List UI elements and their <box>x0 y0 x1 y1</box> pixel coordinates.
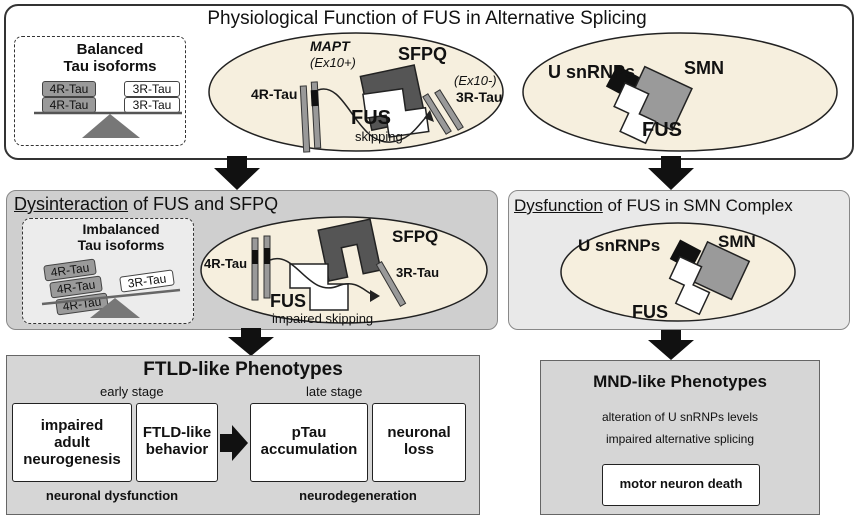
box3-line1: pTau <box>291 424 327 441</box>
exon-bars-4r <box>299 81 322 153</box>
dysfunction-rest: of FUS in SMN Complex <box>602 196 793 215</box>
progression-arrow <box>220 425 248 461</box>
mid-tau4r-label: 4R-Tau <box>204 256 248 271</box>
box1-line2: adult <box>54 434 90 451</box>
dysfunction-word: Dysfunction <box>514 196 603 215</box>
impaired-skipping-label: impaired skipping <box>272 311 374 326</box>
impaired-arrow-head <box>370 290 380 302</box>
top-smn-ellipse <box>522 32 838 152</box>
balanced-heading: Balanced <box>76 41 144 58</box>
mid-smn-fus-label: FUS <box>632 302 668 322</box>
imbalanced-heading: Imbalanced <box>82 221 160 237</box>
usnrnps-label: U snRNPs <box>548 62 636 82</box>
sfpq-shape <box>317 218 382 282</box>
dysfunction-title: Dysfunction of FUS in SMN Complex <box>514 196 793 216</box>
motor-neuron-death-box <box>602 464 760 506</box>
fus-shape <box>362 87 430 138</box>
imbalance-scale <box>41 288 181 318</box>
mid-smn-label: SMN <box>718 232 756 251</box>
top-title: Physiological Function of FUS in Alterna… <box>207 8 647 29</box>
smn-fus-shape <box>613 81 657 145</box>
ptau-box <box>250 403 368 482</box>
tau4r-label: 4R-Tau <box>251 86 298 102</box>
sfpq-label: SFPQ <box>398 44 448 64</box>
mid-tau3r-label: 3R-Tau <box>396 265 440 280</box>
box2-line2: behavior <box>145 441 209 458</box>
smn-fus-shape <box>668 255 711 316</box>
imbalance-beam <box>41 288 181 306</box>
box4-line2: loss <box>403 441 434 458</box>
mid-fus-label: FUS <box>270 291 306 311</box>
down-arrow-right <box>648 156 694 190</box>
down-arrow-left <box>214 156 260 190</box>
box3-line2: accumulation <box>260 441 358 458</box>
mid-splicing-ellipse <box>200 216 488 324</box>
fus-label: FUS <box>351 107 391 129</box>
box1-line3: neurogenesis <box>23 451 121 468</box>
down-arrow-mnd <box>648 330 694 360</box>
ex10minus-label: (Ex10-) <box>454 73 497 88</box>
motor-neuron-death-label: motor neuron death <box>619 476 743 491</box>
footer-neurodegeneration: neurodegeneration <box>299 488 417 503</box>
tau-pill-4r: 4R-Tau <box>42 81 96 97</box>
tau-pill-3r: 3R-Tau <box>124 81 180 97</box>
balanced-subheading: Tau isoforms <box>63 58 157 75</box>
skipping-label: skipping <box>355 129 403 144</box>
mapt-label: MAPT <box>310 38 350 54</box>
box1-line1: impaired <box>40 417 104 434</box>
late-stage-label: late stage <box>306 384 363 399</box>
footer-neuronal-dysfunction: neuronal dysfunction <box>45 488 179 503</box>
neurogenesis-box <box>12 403 132 482</box>
exon-bar-3r <box>375 261 407 307</box>
mnd-line1: alteration of U snRNPs levels <box>601 410 759 424</box>
mid-usnrnps-label: U snRNPs <box>578 236 661 255</box>
dysinteraction-rest: of FUS and SFPQ <box>128 194 279 214</box>
ftld-behavior-box <box>136 403 218 482</box>
tau3r-label: 3R-Tau <box>456 89 503 105</box>
smn-shape <box>688 240 751 301</box>
mnd-title: MND-like Phenotypes <box>593 372 767 391</box>
balance-fulcrum <box>82 114 140 138</box>
neuronal-loss-box <box>372 403 466 482</box>
down-arrow-ftld <box>228 328 274 356</box>
skipping-arrow-head <box>424 110 434 122</box>
impaired-arrow <box>269 257 377 297</box>
balance-scale <box>34 111 182 138</box>
early-stage-label: early stage <box>100 384 164 399</box>
box4-line1: neuronal <box>387 424 451 441</box>
skipping-arrow <box>317 88 429 143</box>
smn-label: SMN <box>684 58 724 78</box>
exon-bars-3r <box>422 89 464 135</box>
mid-smn-ellipse <box>560 222 796 322</box>
imbalance-fulcrum <box>90 298 140 318</box>
box2-line1: FTLD-like <box>142 424 212 441</box>
imbalanced-subheading: Tau isoforms <box>77 237 165 253</box>
exon-bars-4r <box>251 235 271 301</box>
tau-pill-3r: 3R-Tau <box>124 97 180 113</box>
dysinteraction-word: Dysinteraction <box>14 194 129 214</box>
ftld-title: FTLD-like Phenotypes <box>143 359 343 380</box>
dysinteraction-title: Dysinteraction of FUS and SFPQ <box>14 194 278 215</box>
ex10plus-label: (Ex10+) <box>310 55 356 70</box>
mid-sfpq-label: SFPQ <box>392 227 439 246</box>
mapt-text: MAPT <box>310 38 350 54</box>
mnd-line2: impaired alternative splicing <box>605 432 755 446</box>
smn-fus-label: FUS <box>642 119 682 141</box>
top-splicing-ellipse <box>208 32 504 153</box>
